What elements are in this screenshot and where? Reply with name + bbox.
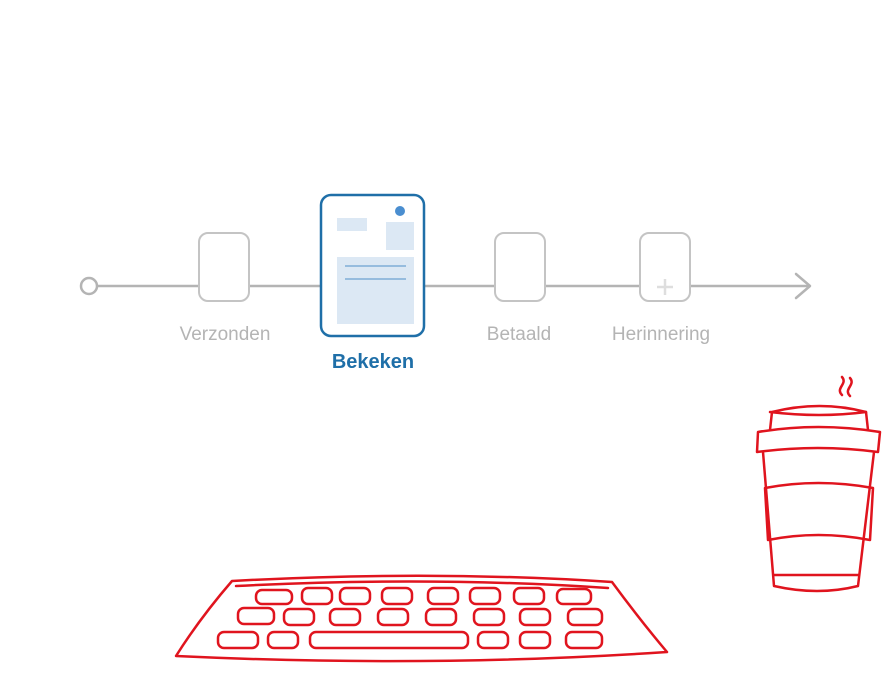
key (512, 586, 546, 606)
key (424, 607, 458, 627)
key (282, 607, 316, 627)
keyboard-body (174, 574, 669, 663)
key (254, 588, 294, 606)
doc-header-block (337, 218, 367, 231)
key (468, 586, 502, 606)
cup-top-band (755, 425, 882, 454)
circle-start-icon (79, 276, 99, 296)
plus-icon (657, 279, 673, 295)
key (426, 586, 460, 606)
step-label-herinnering: Herinnering (611, 324, 711, 345)
step-card-betaald (494, 232, 546, 302)
key (566, 607, 604, 627)
key (300, 586, 334, 606)
key (555, 587, 593, 606)
step-card-verzonden (198, 232, 250, 302)
keyboard-edge (234, 580, 610, 590)
doc-body-block (337, 257, 414, 324)
step-label-bekeken: Bekeken (331, 351, 415, 373)
cup-body (761, 450, 876, 593)
key (376, 607, 410, 627)
step-card-herinnering (639, 232, 691, 302)
doc-dot (395, 206, 405, 216)
key-space (308, 630, 470, 650)
key (564, 630, 604, 650)
step-label-verzonden: Verzonden (179, 324, 271, 345)
key (266, 630, 300, 650)
key (216, 630, 260, 650)
steam (838, 375, 853, 398)
coffee-cup-icon (755, 375, 882, 593)
doc-logo-block (386, 222, 414, 250)
document-icon (319, 193, 426, 338)
key (518, 630, 552, 650)
key (472, 607, 506, 627)
key (380, 586, 414, 606)
cup-sleeve (763, 481, 875, 542)
cup-lid-rim (768, 410, 868, 417)
key (338, 586, 372, 606)
keyboard-icon (174, 574, 669, 663)
key (476, 630, 510, 650)
key (328, 607, 362, 627)
step-label-betaald: Betaald (486, 324, 552, 345)
key (518, 607, 552, 627)
arrow-right-icon (794, 272, 812, 300)
key (236, 606, 276, 626)
